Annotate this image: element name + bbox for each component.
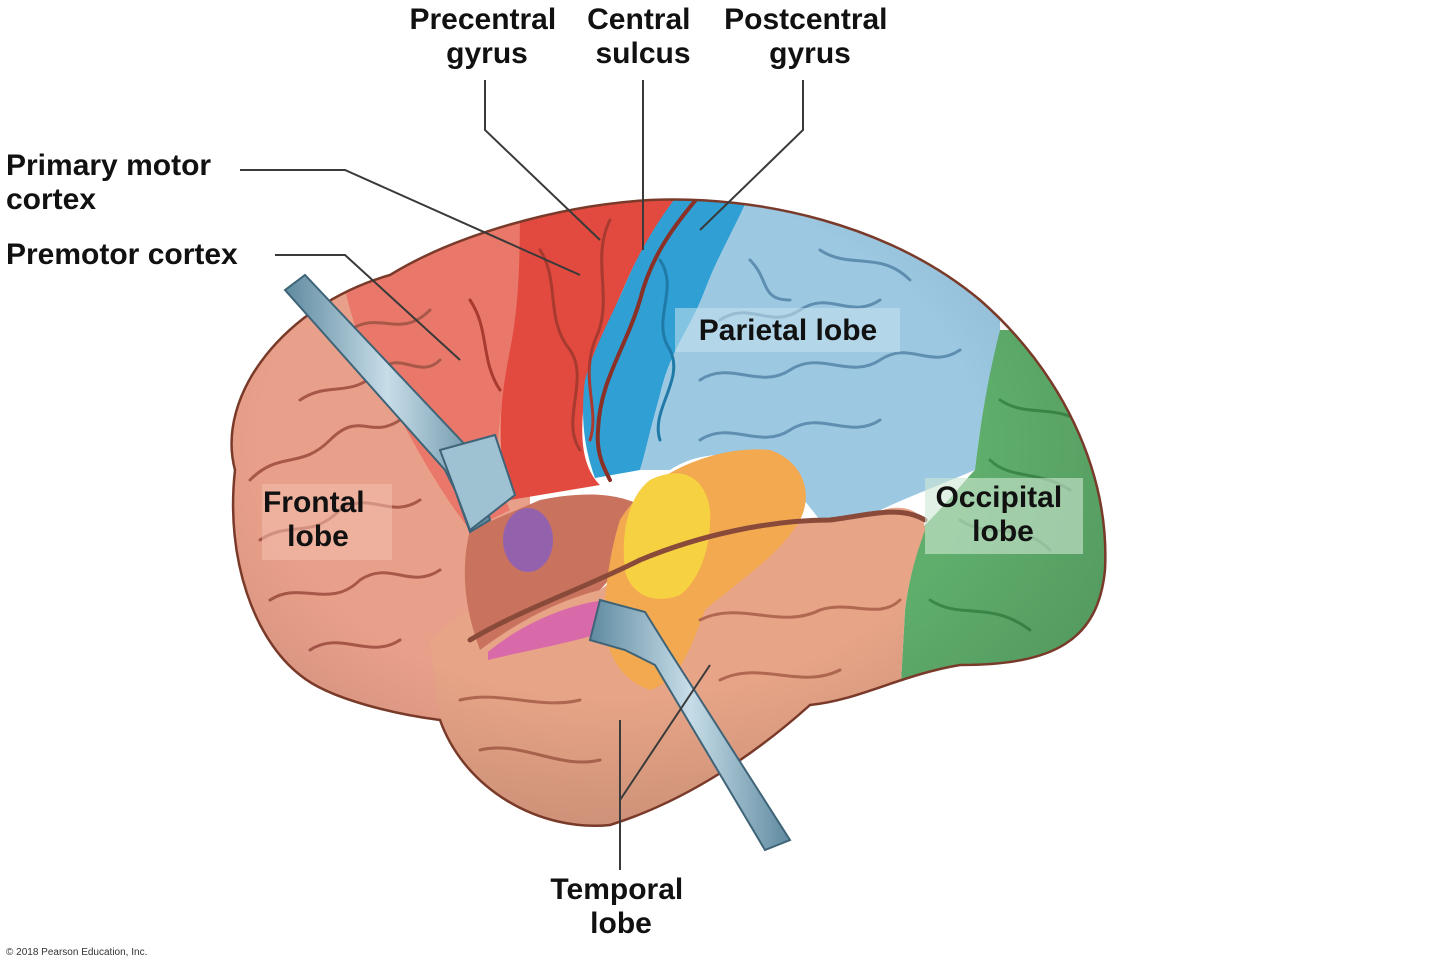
postcentral-gyrus-label: Postcentral gyrus: [724, 3, 896, 70]
occipital-lobe-label: Occipital lobe: [935, 481, 1070, 548]
temporal-lobe-label: Temporal lobe: [550, 873, 691, 940]
leader-postcentral-gyrus: [699, 80, 804, 231]
brain-outline: [230, 198, 1107, 827]
frontal-label-backdrop: [262, 484, 392, 560]
probe-lower: [588, 598, 792, 852]
precentral-gyrus-label: Precentral gyrus: [409, 3, 564, 70]
frontal-lobe-label: Frontal lobe: [263, 486, 373, 553]
parietal-label-backdrop: [675, 308, 900, 352]
probe-upper: [283, 273, 517, 534]
central-sulcus-label: Central sulcus: [587, 3, 699, 70]
copyright-notice: © 2018 Pearson Education, Inc.: [6, 947, 147, 958]
parietal-lobe-label: Parietal lobe: [699, 314, 877, 347]
premotor-cortex-label: Premotor cortex: [6, 238, 238, 271]
occipital-label-backdrop: [925, 478, 1083, 554]
leader-primary-motor-cortex: [240, 169, 581, 276]
primary-motor-cortex-label: Primary motor cortex: [6, 149, 219, 216]
leader-premotor-cortex: [275, 254, 461, 361]
leader-lines: [240, 80, 804, 870]
leader-temporal-lobe-branch: [619, 664, 711, 801]
leader-precentral-gyrus: [484, 80, 601, 241]
